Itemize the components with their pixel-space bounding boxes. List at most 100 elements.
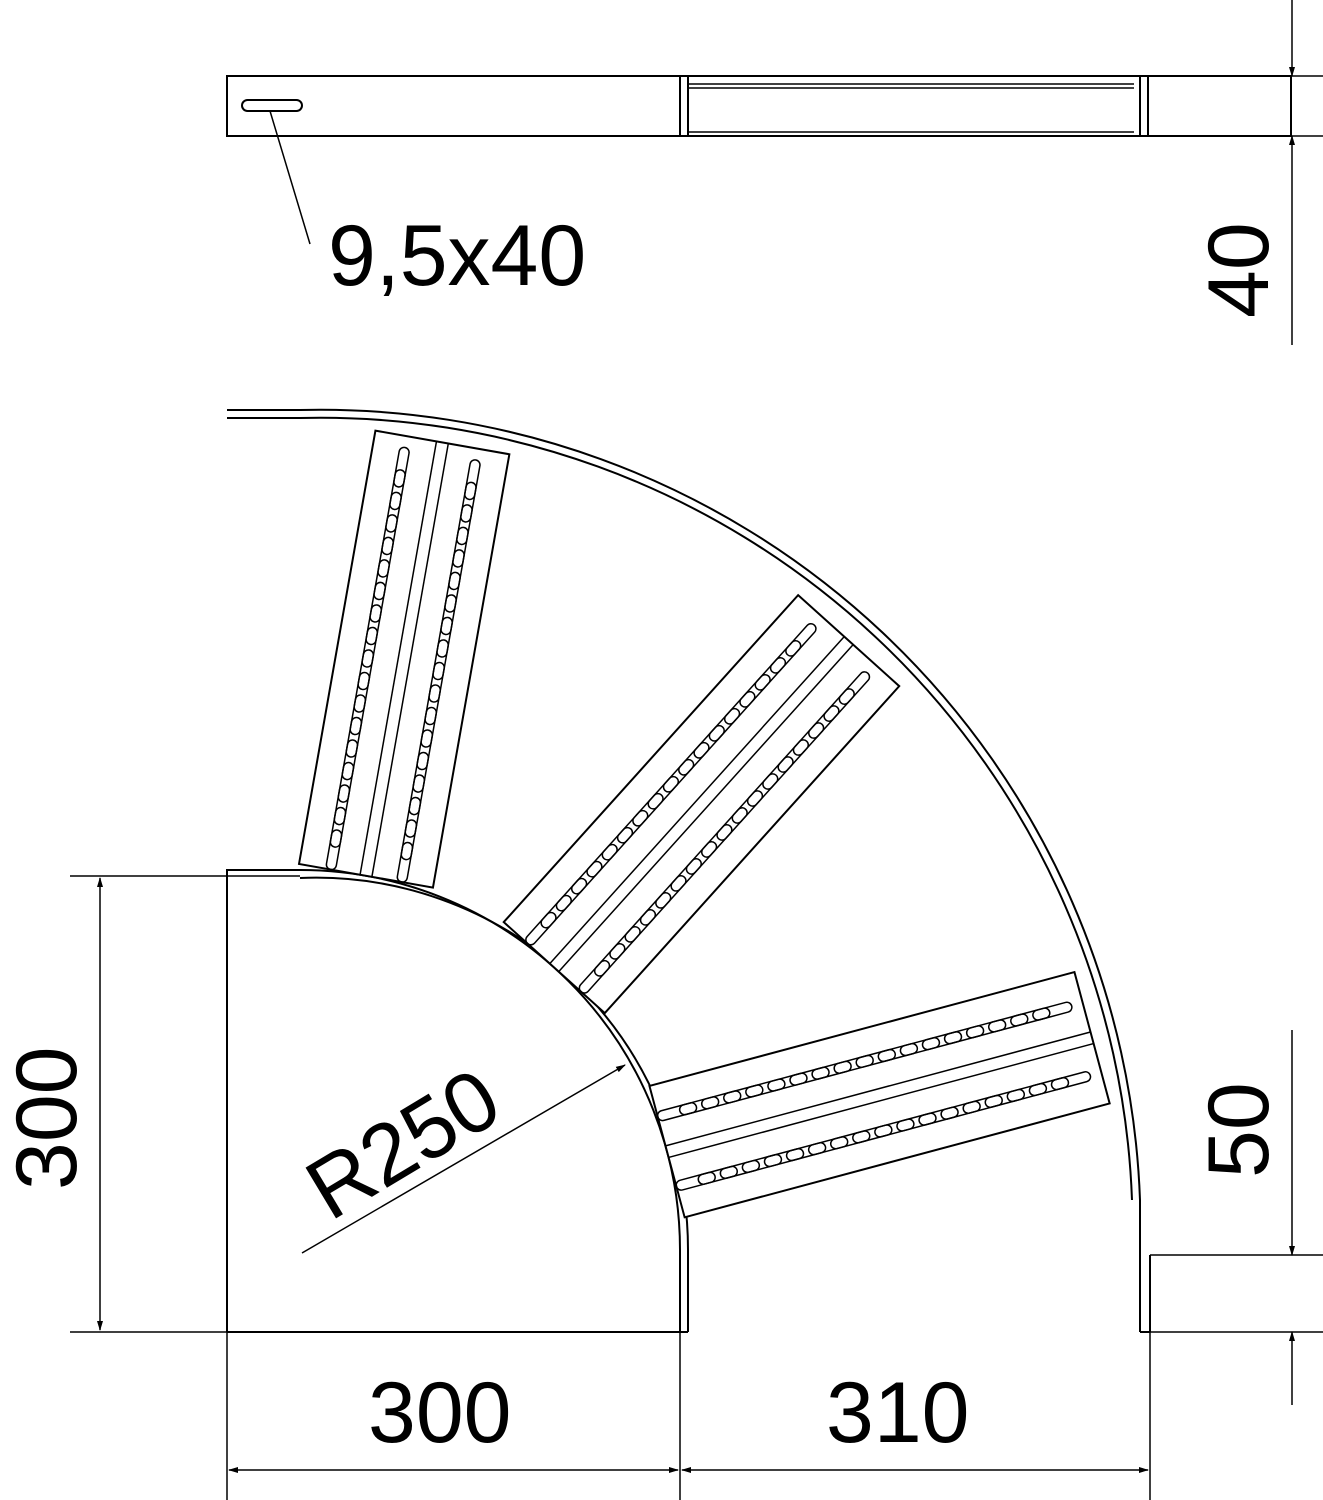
rung-slot	[943, 1025, 985, 1045]
rung-slot	[807, 1136, 849, 1156]
rung-slot	[432, 639, 449, 681]
rung-slot	[693, 724, 725, 759]
rung-slot	[723, 690, 756, 725]
rung-slot	[464, 459, 481, 501]
rung-slot	[404, 796, 422, 838]
rung-slot	[448, 549, 465, 591]
rung-slot	[685, 841, 718, 875]
slot-leader-line	[269, 110, 311, 245]
rung-slot	[723, 1084, 764, 1104]
rung-divider	[549, 636, 845, 965]
rung-slot	[341, 739, 359, 781]
rung-slot	[609, 925, 641, 960]
rung-slot	[962, 1094, 1003, 1114]
rung-slot	[369, 581, 387, 623]
rung-outline	[297, 429, 511, 889]
rung-slot	[823, 688, 855, 722]
rung-slot	[381, 514, 398, 556]
rung-divider	[359, 441, 438, 875]
rung-slot	[452, 526, 469, 568]
rung-slot	[525, 911, 557, 946]
rung-slot	[333, 784, 351, 826]
rung-slot	[762, 756, 794, 790]
rung-slot	[656, 1102, 698, 1122]
side-profile	[226, 75, 1292, 137]
rung-slot	[700, 1090, 742, 1110]
rung-slot	[325, 829, 343, 871]
perforated-rungs	[297, 429, 1111, 1219]
rung-slot	[777, 739, 810, 773]
rung-slot	[792, 722, 825, 756]
rung-slot	[1032, 1001, 1073, 1021]
rung-slot	[337, 761, 355, 803]
rung-slot	[601, 826, 634, 861]
inner-width-label: 300	[368, 1365, 512, 1461]
rung-slot	[769, 639, 802, 674]
rung-slot	[877, 1042, 919, 1063]
rung-slot	[616, 809, 649, 844]
rung-slot	[921, 1031, 963, 1051]
rung-outline	[502, 593, 901, 1015]
rung-slot	[675, 1171, 716, 1191]
rung-slot	[436, 616, 453, 658]
rung-slot	[670, 858, 702, 892]
rung-slot	[385, 491, 402, 533]
slot-hole	[241, 99, 303, 112]
rung-slot	[785, 622, 817, 657]
rung-slot	[899, 1036, 941, 1057]
rung-slot	[353, 671, 371, 713]
rung-slot	[852, 1124, 893, 1144]
overall-height-label: 300	[0, 1047, 95, 1191]
rung-divider	[665, 1031, 1091, 1147]
rung-slot	[1010, 1007, 1051, 1027]
rung-slot	[624, 908, 657, 943]
rung-slot	[586, 843, 618, 878]
rung-slot	[739, 673, 771, 708]
rung-slot	[896, 1112, 937, 1132]
rung-slot	[365, 604, 383, 646]
rung-divider	[558, 644, 854, 973]
outer-rail-inner	[227, 416, 1133, 1201]
rung-slot	[1006, 1082, 1048, 1103]
rung-slot	[345, 716, 363, 758]
rung-slot	[593, 942, 626, 977]
radius-label: R250	[290, 1050, 516, 1238]
rung-slot	[1050, 1071, 1092, 1091]
rung-slot	[647, 775, 680, 810]
rung-slot	[420, 706, 438, 748]
rung-slot	[918, 1106, 959, 1126]
plan-view: R250 300 50 300 310	[0, 408, 1323, 1500]
rung-slot	[456, 504, 473, 546]
outer-rail	[227, 408, 1141, 1332]
rung-slot	[940, 1100, 981, 1120]
rung-slot	[811, 1060, 852, 1080]
rung-slot	[745, 1078, 786, 1098]
side-view: 9,5x40 40	[226, 0, 1323, 345]
rung-slot	[763, 1147, 805, 1168]
rung-slot	[639, 891, 672, 926]
rung-slot	[444, 571, 461, 613]
rung-slot	[428, 661, 446, 703]
rung-slot	[829, 1130, 871, 1150]
rung-divider	[668, 1042, 1094, 1159]
rung-slot	[440, 594, 457, 636]
radius-arrow	[301, 1064, 626, 1254]
rung-slot	[708, 707, 741, 742]
rung-slot	[361, 626, 379, 668]
rung-slot	[716, 807, 748, 841]
rung-slot	[789, 1066, 830, 1086]
rung-slot	[373, 559, 390, 601]
rung-slot	[767, 1072, 808, 1092]
rung-slot	[874, 1118, 915, 1138]
rung-slot	[754, 656, 787, 691]
rung-slot	[984, 1088, 1026, 1109]
rung-slot	[578, 959, 611, 994]
rung-slot	[662, 758, 695, 793]
rung-slot	[746, 773, 779, 807]
rung-slot	[697, 1165, 739, 1185]
rung-slot	[424, 684, 442, 726]
rung-slot	[965, 1019, 1007, 1039]
rung-slot	[412, 751, 430, 793]
rung-2	[502, 593, 901, 1015]
rung-slot	[808, 705, 840, 739]
